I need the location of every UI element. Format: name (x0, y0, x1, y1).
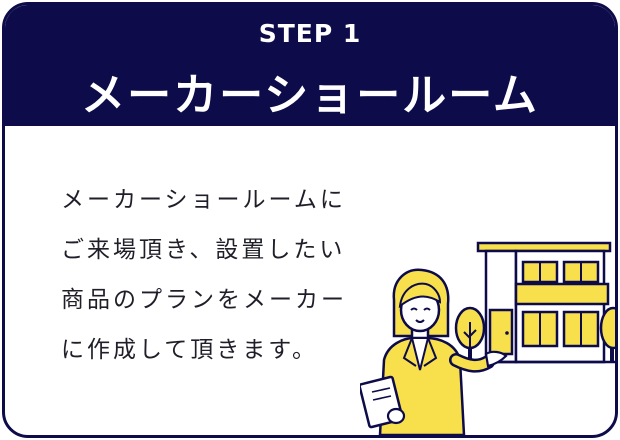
description-text: メーカーショールームに ご来場頂き、設置したい 商品のプランをメーカー に作成し… (61, 175, 401, 375)
description-line: メーカーショールームに (61, 187, 346, 213)
description-line: に作成して頂きます。 (61, 337, 319, 363)
house-icon (460, 241, 615, 364)
description-line: ご来場頂き、設置したい (61, 237, 346, 263)
showroom-illustration (360, 241, 615, 435)
card-title: メーカーショールーム (81, 70, 539, 121)
tree-icon (599, 306, 615, 362)
description-line: 商品のプランをメーカー (61, 287, 347, 313)
woman-holding-clipboard-icon (360, 268, 508, 435)
card-header: STEP 1 メーカーショールーム (5, 5, 615, 126)
tree-icon (454, 306, 486, 366)
step-label: STEP 1 (258, 19, 362, 48)
